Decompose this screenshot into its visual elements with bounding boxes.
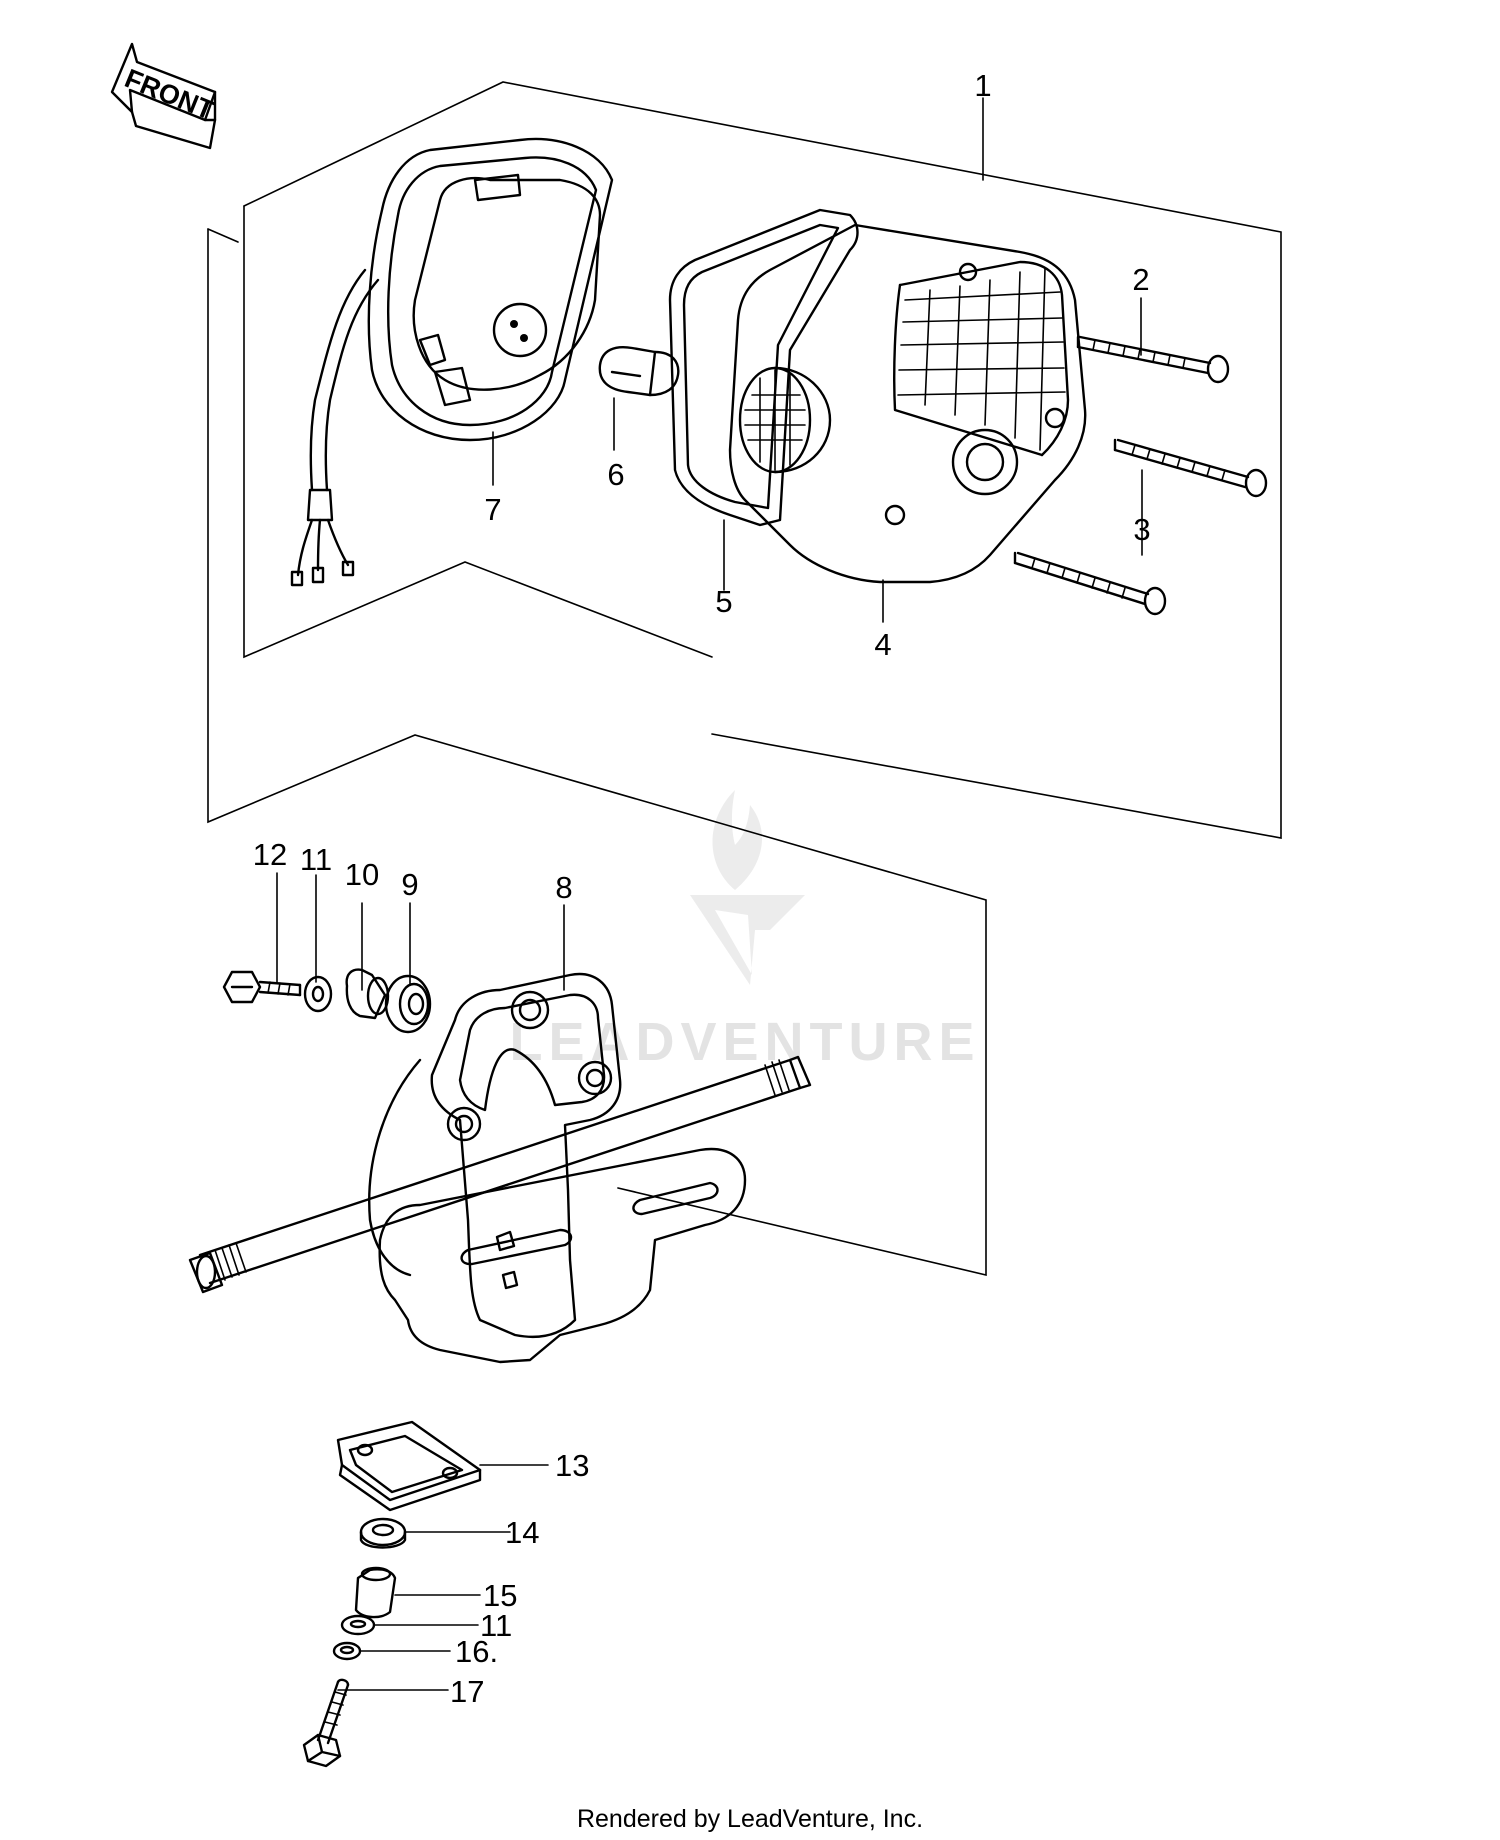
part-17-bolt: [302, 1678, 350, 1768]
callout-16: 16.: [455, 1634, 498, 1669]
part-3-screw-upper: [1113, 438, 1268, 498]
part-5-gasket: [668, 208, 859, 527]
callout-9: 9: [401, 867, 418, 902]
callout-10: 10: [345, 857, 379, 892]
front-direction-arrow: FRONT: [110, 42, 219, 150]
footer-credit: Rendered by LeadVenture, Inc.: [577, 1805, 923, 1833]
callout-1: 1: [974, 68, 991, 103]
callout-3-upper: 3: [1133, 512, 1150, 547]
part-13-plate: [336, 1420, 482, 1512]
callout-14: 14: [505, 1515, 539, 1550]
part-4-lens: [728, 223, 1087, 584]
callout-2: 2: [1132, 262, 1149, 297]
part-16-lockwasher: [332, 1641, 362, 1661]
part-11-washer-lower: [340, 1614, 376, 1636]
callout-17: 17: [450, 1674, 484, 1709]
callout-8: 8: [555, 870, 572, 905]
part-15-collar: [354, 1566, 397, 1619]
part-6-bulb: [598, 346, 680, 397]
callout-15: 15: [483, 1578, 517, 1613]
part-8-bracket: [188, 972, 812, 1364]
callout-11-lower: 11: [480, 1608, 512, 1643]
part-9-grommet: [384, 974, 432, 1034]
watermark-text: LEADVENTURE: [509, 1012, 980, 1072]
callout-13: 13: [555, 1448, 589, 1483]
part-14-washer: [359, 1517, 407, 1549]
callout-labels: 1 2 3 3 4 5 6 7 8 9 10 11 11 12 13 14 15…: [253, 68, 1151, 1709]
callout-4: 4: [874, 627, 891, 662]
lamp-group-frame: [207, 228, 987, 1277]
part-10-collar: [345, 968, 390, 1020]
part-12-bolt: [222, 970, 302, 1004]
front-label: FRONT: [121, 63, 219, 126]
part-11-washer-upper: [303, 975, 333, 1013]
tail-lamp-assembly-frame: [243, 81, 1282, 839]
callout-7: 7: [484, 492, 501, 527]
part-2-screw: [1076, 335, 1230, 384]
callout-12: 12: [253, 837, 287, 872]
callout-5: 5: [715, 584, 732, 619]
watermark-v-icon: [690, 895, 805, 985]
watermark-flame-icon: [712, 790, 762, 890]
part-3-screw-lower: [1013, 551, 1167, 616]
leader-lines: [276, 97, 1143, 1691]
part-7-lamp-base: [290, 137, 614, 587]
callout-6: 6: [607, 457, 624, 492]
callout-11-upper: 11: [300, 842, 332, 877]
leadventure-watermark: LEADVENTURE: [509, 790, 980, 1072]
